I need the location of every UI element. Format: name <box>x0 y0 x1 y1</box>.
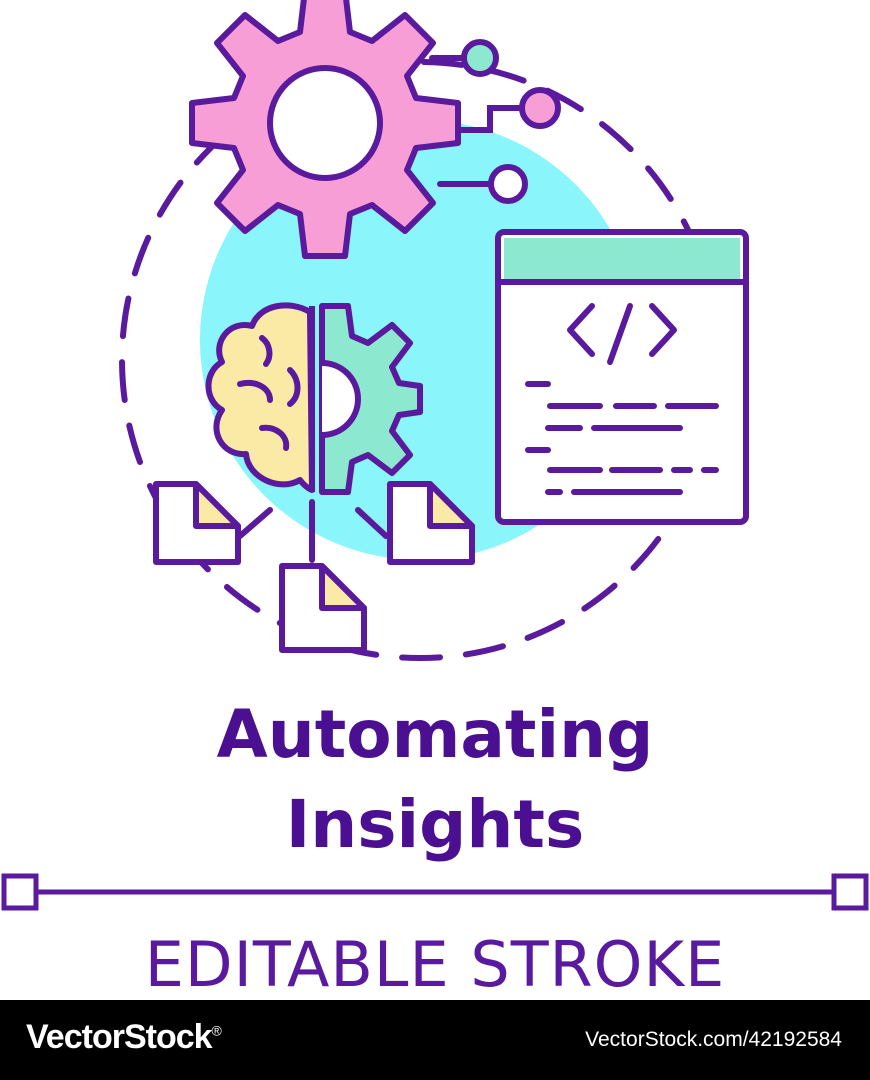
gear-icon <box>319 303 423 495</box>
editable-stroke-label: EDITABLE STROKE <box>144 928 726 1001</box>
node-icon <box>461 39 499 77</box>
node-icon <box>519 87 561 129</box>
footer-brand: VectorStock® <box>26 1018 222 1057</box>
title-line-2: Insights <box>285 786 585 863</box>
editable-stroke-rule <box>1 873 869 911</box>
automating-insights-illustration <box>119 0 749 661</box>
code-window-icon <box>495 229 749 525</box>
title-line-1: Automating <box>216 696 654 773</box>
document-icon <box>153 481 241 565</box>
brain-icon <box>205 302 315 493</box>
footer-brand-name: VectorStock <box>26 1018 213 1056</box>
watermark-footer: VectorStock® VectorStock.com/42192584 <box>0 1000 870 1080</box>
brain-connectors <box>237 499 389 563</box>
document-icon <box>387 481 475 565</box>
gear-icon <box>189 0 461 259</box>
gear-connectors <box>429 55 523 187</box>
handle-square-left <box>1 873 39 911</box>
footer-brand-mark: ® <box>211 1022 222 1039</box>
document-icon <box>279 563 367 653</box>
footer-image-id: VectorStock.com/42192584 <box>585 1028 842 1051</box>
handle-square-right <box>831 873 869 911</box>
node-icon <box>488 164 528 204</box>
